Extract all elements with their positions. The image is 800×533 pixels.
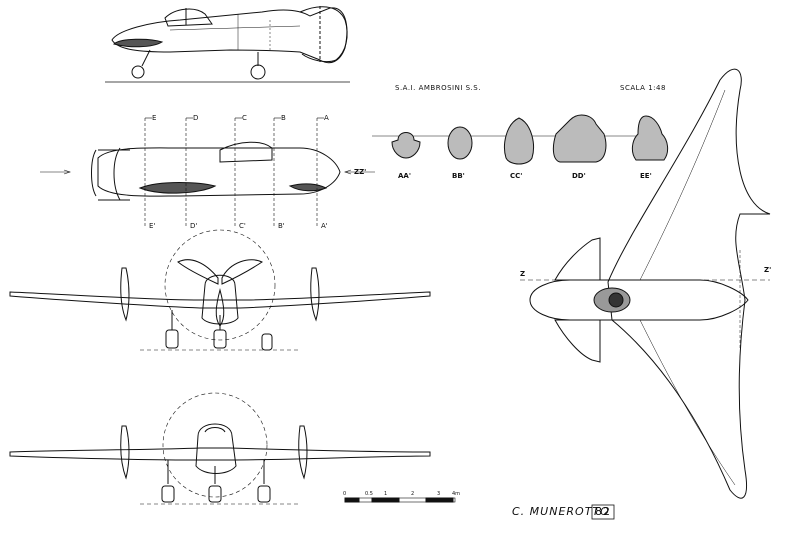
- section-label-aa: AA': [398, 172, 411, 180]
- station-a: A: [324, 114, 329, 122]
- station-d: D: [193, 114, 199, 122]
- station-b-prime: B': [278, 222, 285, 230]
- zz-label: ZZ': [354, 168, 367, 176]
- section-label-ee: EE': [640, 172, 652, 180]
- station-b: B: [281, 114, 286, 122]
- station-a-prime: A': [321, 222, 328, 230]
- section-label-bb: BB': [452, 172, 465, 180]
- scale-tick-3: 3: [437, 491, 441, 497]
- signature-year: 82: [595, 505, 611, 518]
- drawing-title: S.A.I. AMBROSINI S.S.: [395, 84, 481, 92]
- station-e: E: [152, 114, 157, 122]
- station-d-prime: D': [190, 222, 198, 230]
- station-c: C: [242, 114, 247, 122]
- cross-sections: [372, 114, 669, 165]
- z-label-left: Z: [520, 270, 526, 278]
- scale-tick-05: 0.5: [365, 491, 373, 497]
- section-station-view: [40, 117, 375, 226]
- scale-tick-0: 0: [343, 491, 347, 497]
- front-view-upper: [9, 229, 431, 351]
- signature: C. MUNEROTTO: [512, 505, 610, 518]
- station-e-prime: E': [149, 222, 156, 230]
- scale-tick-2: 2: [411, 491, 415, 497]
- scale-label: SCALA 1:48: [620, 84, 666, 92]
- scale-tick-1: 1: [384, 491, 388, 497]
- scale-tick-4m: 4m: [452, 491, 461, 497]
- z-label-right: Z': [764, 266, 772, 274]
- signature-year-box: [591, 504, 615, 520]
- station-c-prime: C': [239, 222, 246, 230]
- front-view-lower: [9, 392, 431, 505]
- plan-view: [520, 68, 771, 499]
- scale-bar: [344, 497, 456, 503]
- section-label-cc: CC': [510, 172, 523, 180]
- side-view: [105, 6, 350, 83]
- section-label-dd: DD': [572, 172, 586, 180]
